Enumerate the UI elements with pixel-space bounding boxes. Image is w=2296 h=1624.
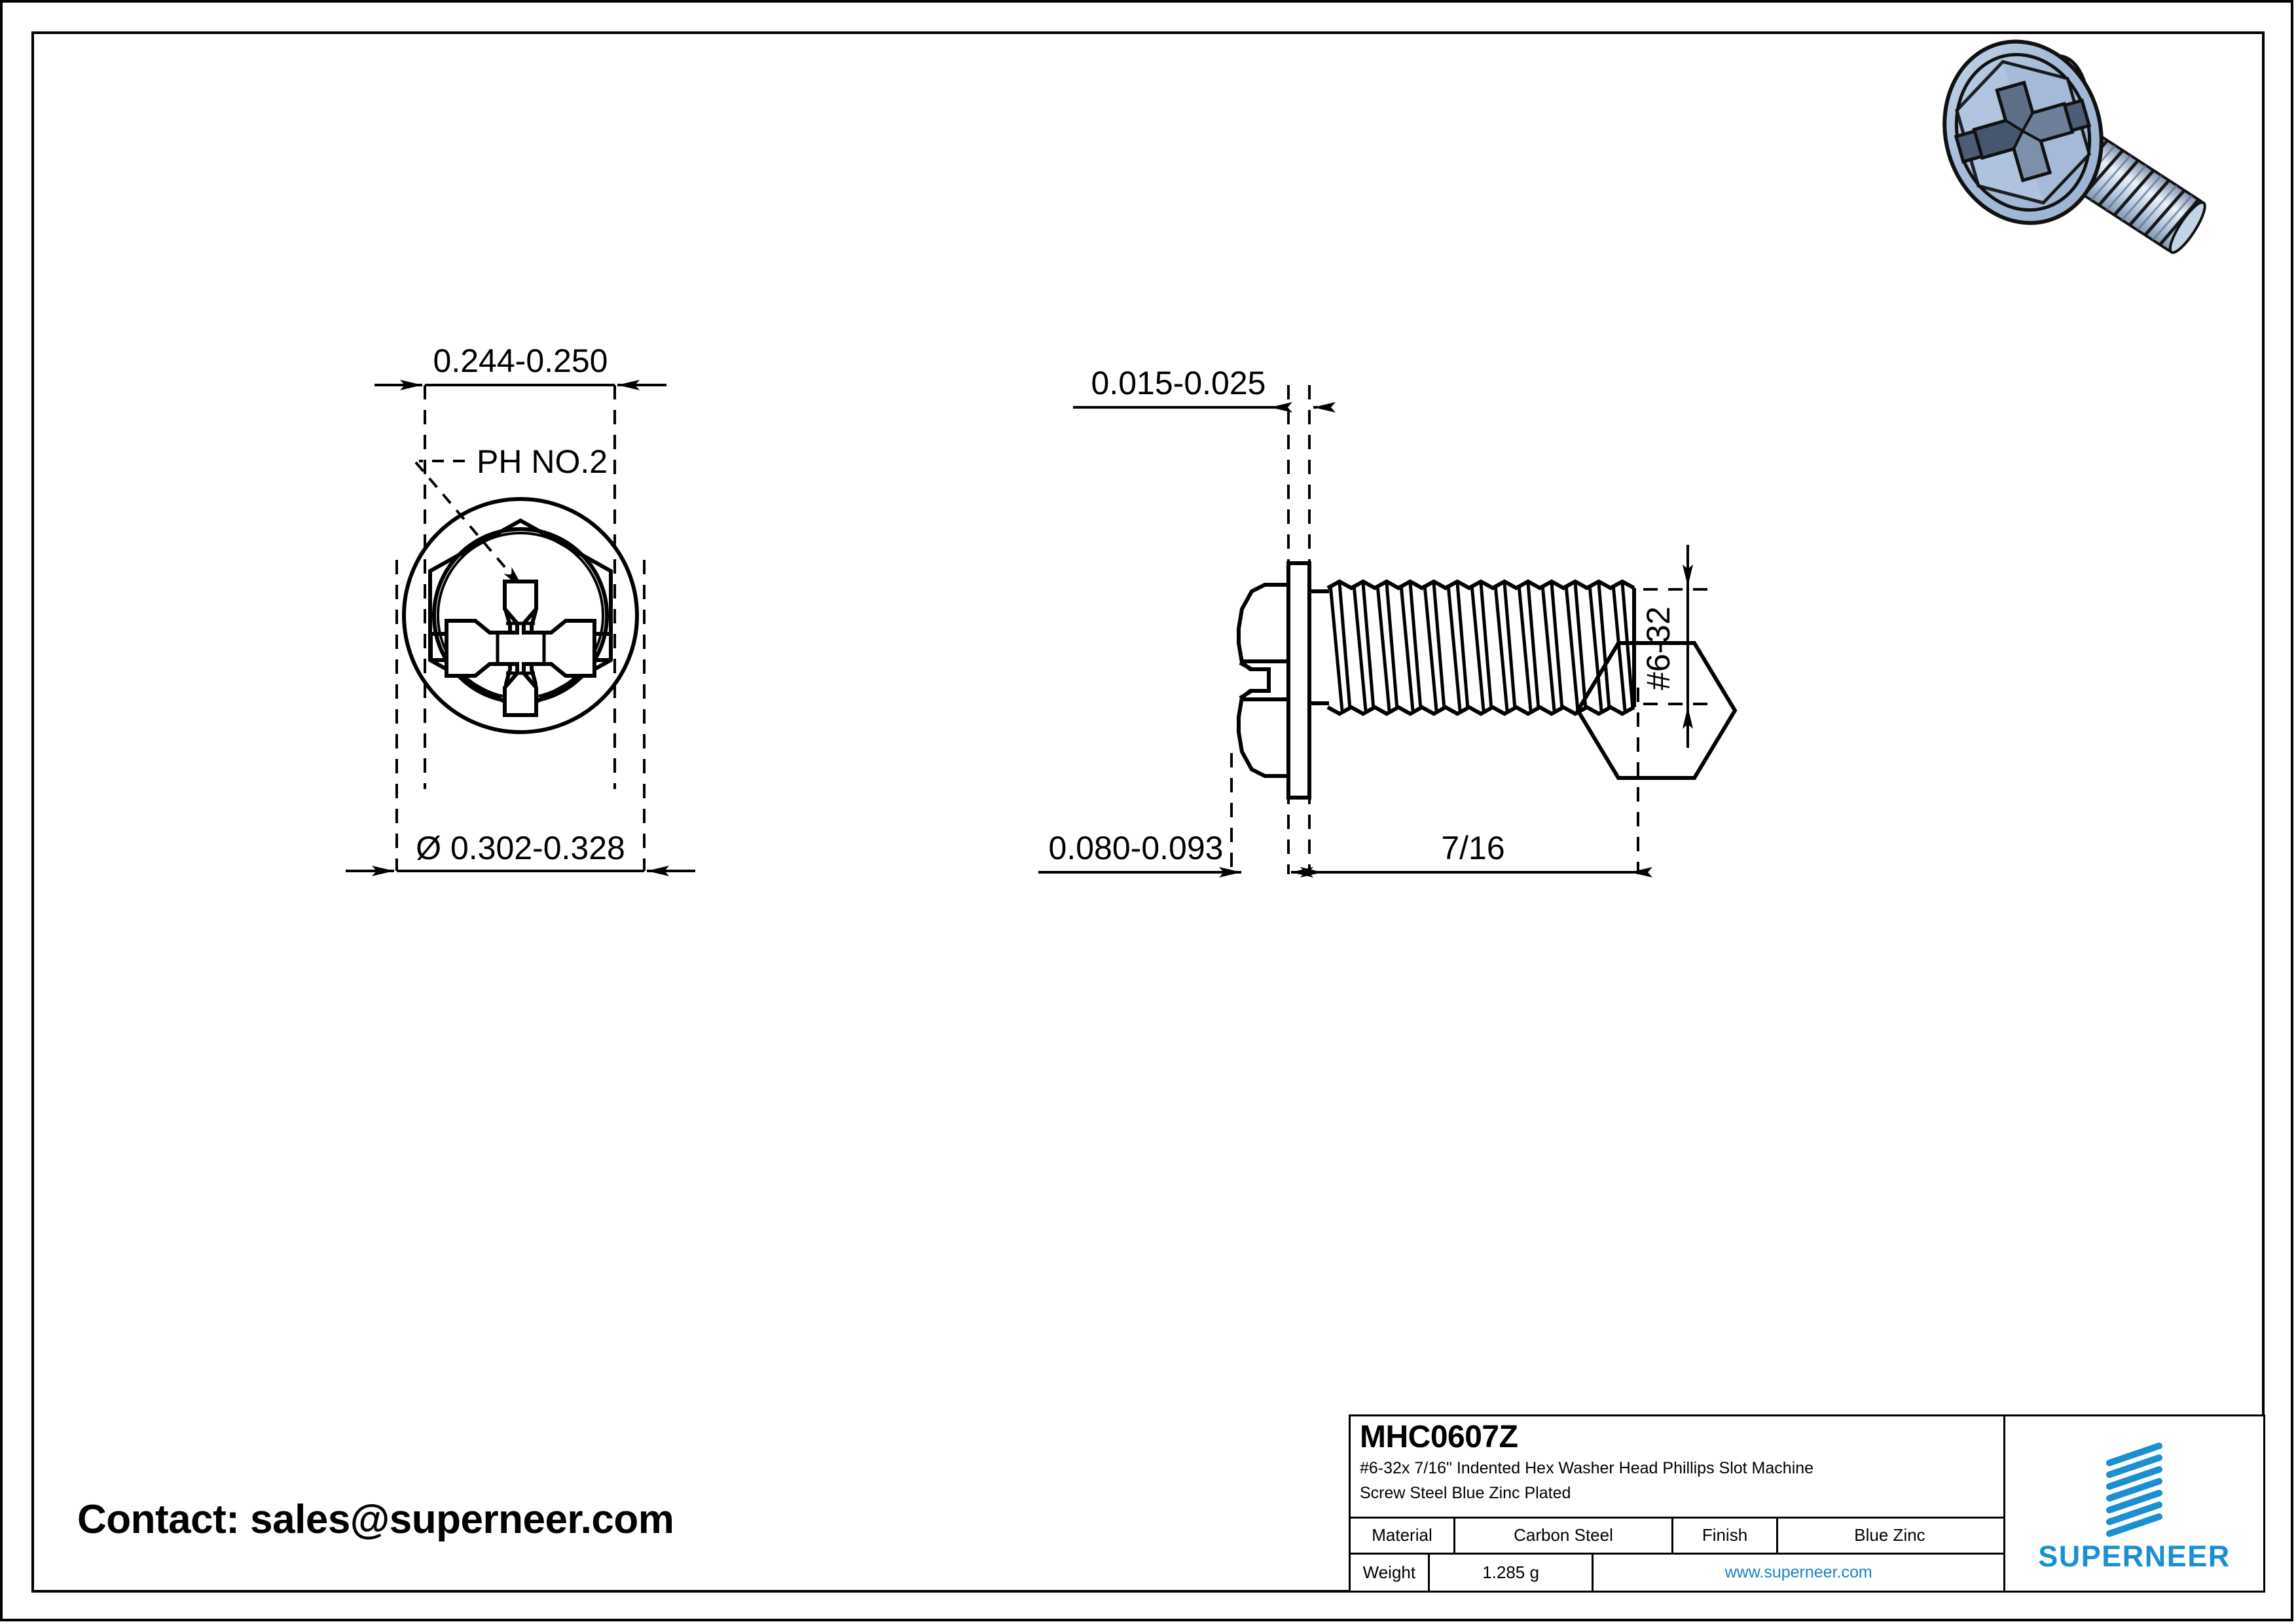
dim-text-washer-diameter: Ø 0.302-0.328: [416, 830, 625, 866]
spec-row-weight: Weight 1.285 g www.superneer.com: [1351, 1554, 2003, 1591]
superneer-logo-mark: [2106, 1442, 2162, 1537]
dim-text-head-height: 0.080-0.093: [1049, 830, 1224, 866]
hex-indent-notch: [1239, 661, 1271, 700]
phillips-cross-recess: [445, 580, 596, 717]
hex-head-profile: [1237, 564, 1290, 796]
website-link[interactable]: www.superneer.com: [1724, 1562, 1872, 1581]
description-line-2: Screw Steel Blue Zinc Plated: [1360, 1484, 1571, 1503]
weight-value: 1.285 g: [1430, 1554, 1594, 1591]
title-block: MHC0607Z #6-32x 7/16" Indented Hex Washe…: [1349, 1414, 2265, 1593]
washer-outer-circle: [402, 497, 639, 734]
dim-text-thread-size: #6-32: [1640, 606, 1677, 690]
drawing-frame: [31, 31, 2265, 1593]
screw-3d-illustration: [1942, 39, 2206, 254]
material-label: Material: [1351, 1518, 1455, 1553]
side-view-group: 0.015-0.025 0.080-0.093 7/16 #6-32: [1038, 365, 1715, 877]
thread-helix-lines: [1328, 582, 1635, 711]
contact-line: Contact: sales@superneer.com: [77, 1497, 674, 1542]
title-block-info: MHC0607Z #6-32x 7/16" Indented Hex Washe…: [1351, 1416, 2005, 1591]
weight-label: Weight: [1351, 1554, 1430, 1591]
description-line-1: #6-32x 7/16" Indented Hex Washer Head Ph…: [1360, 1459, 1814, 1478]
finish-value: Blue Zinc: [1854, 1525, 1925, 1545]
product-3d-render: [1918, 13, 2272, 262]
website-cell[interactable]: www.superneer.com: [1594, 1555, 2003, 1591]
superneer-wordmark: SUPERNEER: [2038, 1539, 2231, 1573]
dim-text-across-flats: 0.244-0.250: [433, 342, 608, 379]
material-value: Carbon Steel: [1455, 1518, 1673, 1553]
title-block-description: MHC0607Z #6-32x 7/16" Indented Hex Washe…: [1351, 1416, 2003, 1519]
part-number: MHC0607Z: [1360, 1420, 1518, 1454]
dim-text-thread-length: 7/16: [1441, 830, 1504, 866]
thread-crest-bottom: [1326, 705, 1635, 716]
dim-text-washer-thickness: 0.015-0.025: [1091, 365, 1266, 401]
leader-diagonal: [414, 461, 525, 591]
phillips-recess-3d: [1972, 81, 2075, 183]
dim-text-recess-callout: PH NO.2: [477, 443, 608, 480]
finish-label: Finish: [1673, 1518, 1778, 1553]
top-view-group: 0.244-0.250 Ø 0.302-0.328 PH NO.2: [346, 342, 1738, 876]
washer-flange: [1286, 561, 1311, 800]
company-logo: SUPERNEER: [2005, 1416, 2263, 1591]
spec-row-material: Material Carbon Steel Finish Blue Zinc: [1351, 1518, 2003, 1555]
